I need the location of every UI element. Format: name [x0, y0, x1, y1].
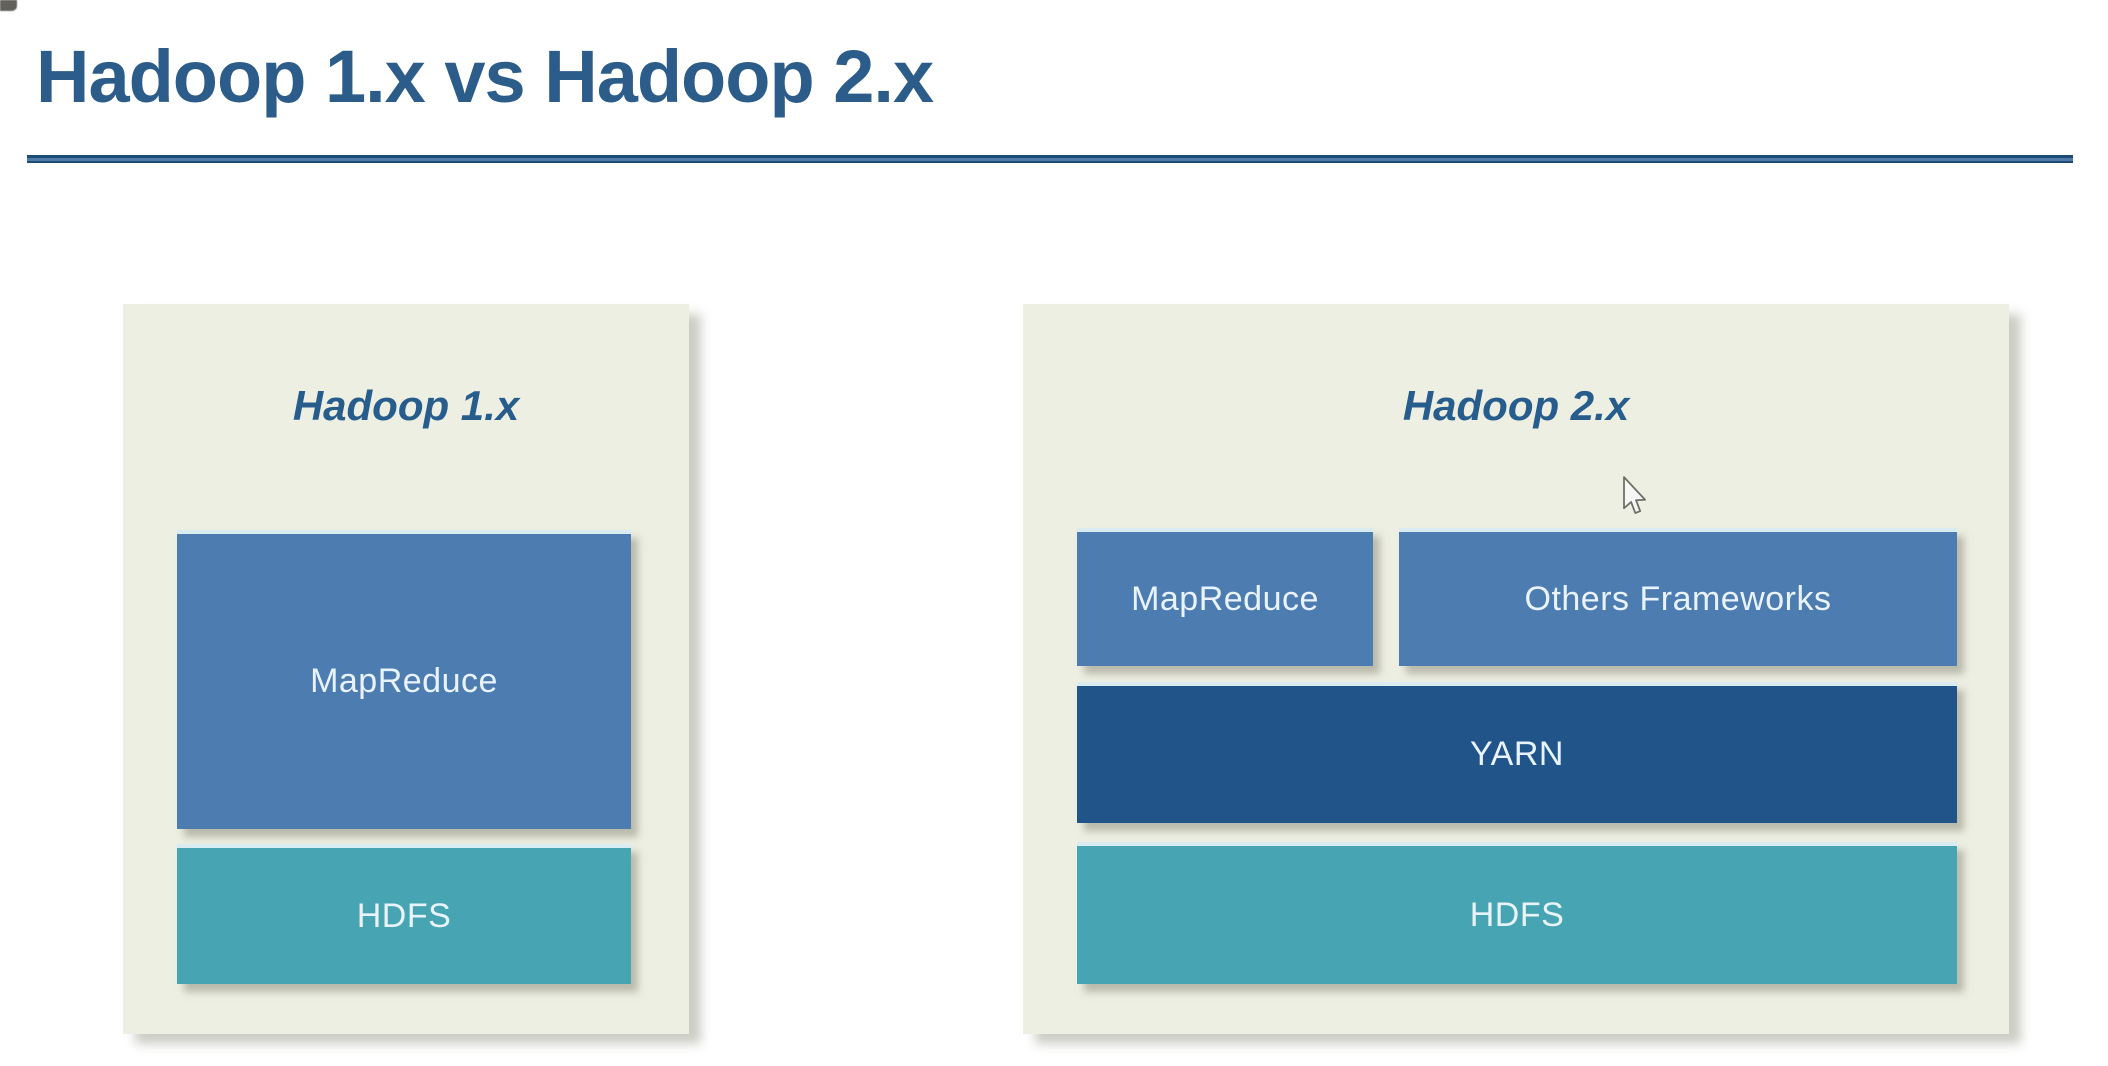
box-yarn: YARN: [1077, 682, 1957, 823]
panel-hadoop-1x-title: Hadoop 1.x: [292, 382, 520, 429]
title-underline: [27, 155, 2073, 163]
panel-hadoop-1x: Hadoop 1.x MapReduce HDFS: [123, 304, 689, 1034]
box-hdfs-1x: HDFS: [177, 844, 631, 984]
title-underline-highlight: [27, 157, 2073, 161]
box-hdfs-1x-label: HDFS: [356, 896, 452, 935]
box-others-frameworks: Others Frameworks: [1399, 528, 1957, 666]
box-others-frameworks-label: Others Frameworks: [1524, 579, 1832, 618]
page-title: Hadoop 1.x vs Hadoop 2.x: [36, 35, 934, 118]
box-mapreduce-2x: MapReduce: [1077, 528, 1373, 666]
box-mapreduce-1x: MapReduce: [177, 530, 631, 829]
panel-hadoop-2x-title: Hadoop 2.x: [1402, 382, 1630, 429]
box-yarn-label: YARN: [1470, 735, 1564, 773]
box-hdfs-2x-label: HDFS: [1469, 895, 1565, 934]
corner-artifact: [0, 0, 17, 11]
mouse-cursor-icon: [1623, 476, 1646, 514]
box-hdfs-2x: HDFS: [1077, 842, 1957, 984]
box-mapreduce-2x-label: MapReduce: [1131, 579, 1319, 618]
box-mapreduce-1x-label: MapReduce: [310, 662, 498, 700]
panel-hadoop-2x: Hadoop 2.x MapReduce Others Frameworks Y…: [1023, 304, 2009, 1034]
